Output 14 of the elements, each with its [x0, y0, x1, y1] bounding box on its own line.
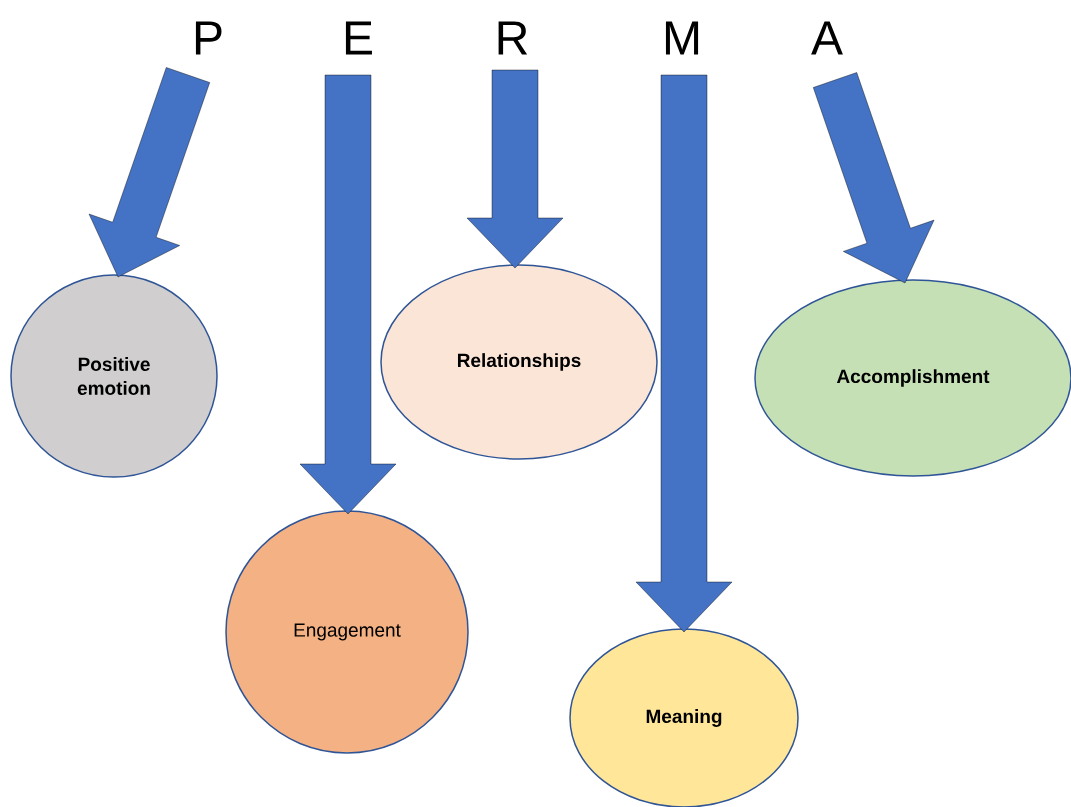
ellipse-node: Meaning: [569, 628, 799, 807]
letter: E: [345, 21, 372, 55]
arrow: [813, 72, 935, 284]
arrow: [299, 74, 397, 515]
letter: P: [195, 21, 222, 55]
arrow: [88, 67, 210, 278]
arrow: [466, 69, 564, 269]
letter: A: [811, 21, 843, 55]
letter: R: [498, 21, 528, 55]
arrow: [635, 74, 733, 633]
ellipse-node: Relationships: [380, 264, 658, 460]
ellipse-node: Engagement: [225, 510, 469, 754]
ellipse-node: Positive emotion: [10, 274, 218, 478]
letter: M: [665, 21, 699, 55]
